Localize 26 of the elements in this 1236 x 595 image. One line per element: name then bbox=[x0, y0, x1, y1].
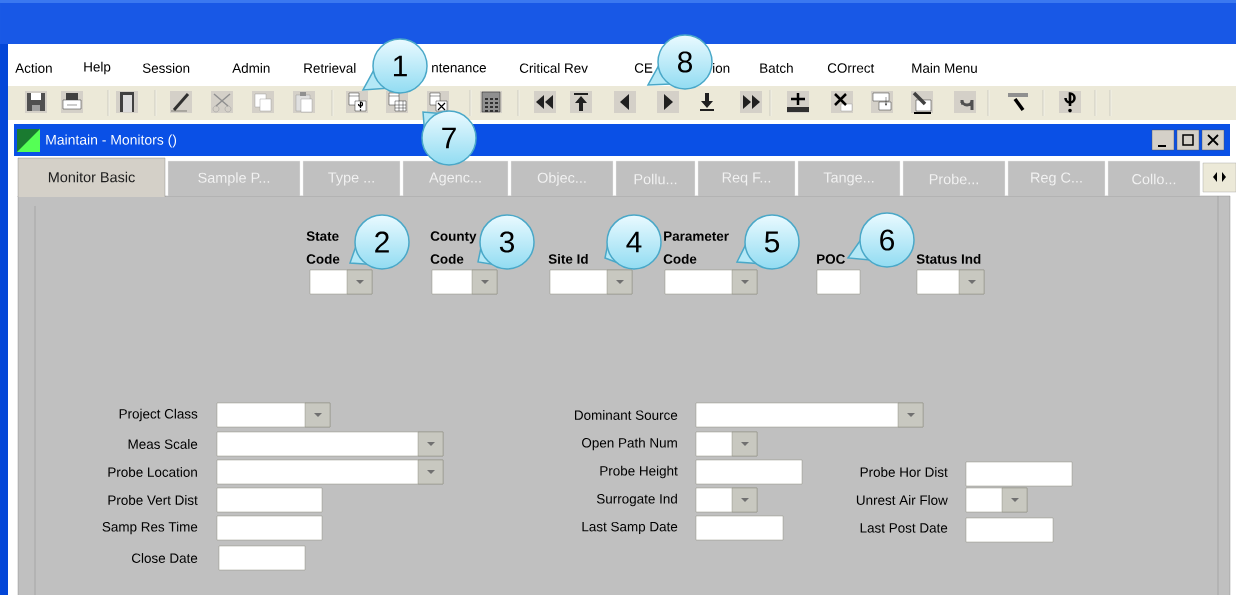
active-tab: Monitor Basic bbox=[17, 157, 166, 198]
field-label: Last Samp Date bbox=[582, 521, 678, 535]
field-label: Probe Hor Dist bbox=[860, 467, 948, 477]
field-label: Unrest Air Flow bbox=[856, 495, 948, 505]
field-label: Last Post Date bbox=[860, 523, 948, 533]
menu-item: ntenance bbox=[432, 63, 486, 73]
field-label: Parameter Code bbox=[663, 231, 729, 264]
menu-item: Critical Rev bbox=[519, 63, 588, 73]
menu-item: Session bbox=[142, 63, 190, 73]
field-label: Dominant Source bbox=[575, 410, 678, 420]
field-label: Probe Vert Dist bbox=[108, 495, 198, 505]
menu-item: Help bbox=[84, 61, 111, 75]
menu-item: Action bbox=[15, 63, 52, 73]
field-label: Probe Location bbox=[108, 467, 197, 477]
field-label: Site Id bbox=[548, 253, 588, 264]
field-label: POC bbox=[817, 254, 845, 264]
field-label: Samp Res Time bbox=[102, 521, 198, 535]
menu-item: Main Menu bbox=[912, 63, 977, 73]
field-label: Probe Height bbox=[600, 465, 678, 479]
menu-item: COrrect bbox=[827, 63, 875, 73]
field-label: Project Class bbox=[119, 408, 198, 422]
field-label: Open Path Num bbox=[582, 437, 677, 451]
field-label: Surrogate Ind bbox=[596, 493, 677, 507]
menu-item: Admin bbox=[232, 63, 270, 73]
field-label: Meas Scale bbox=[128, 439, 198, 449]
field-label: Close Date bbox=[131, 553, 198, 563]
